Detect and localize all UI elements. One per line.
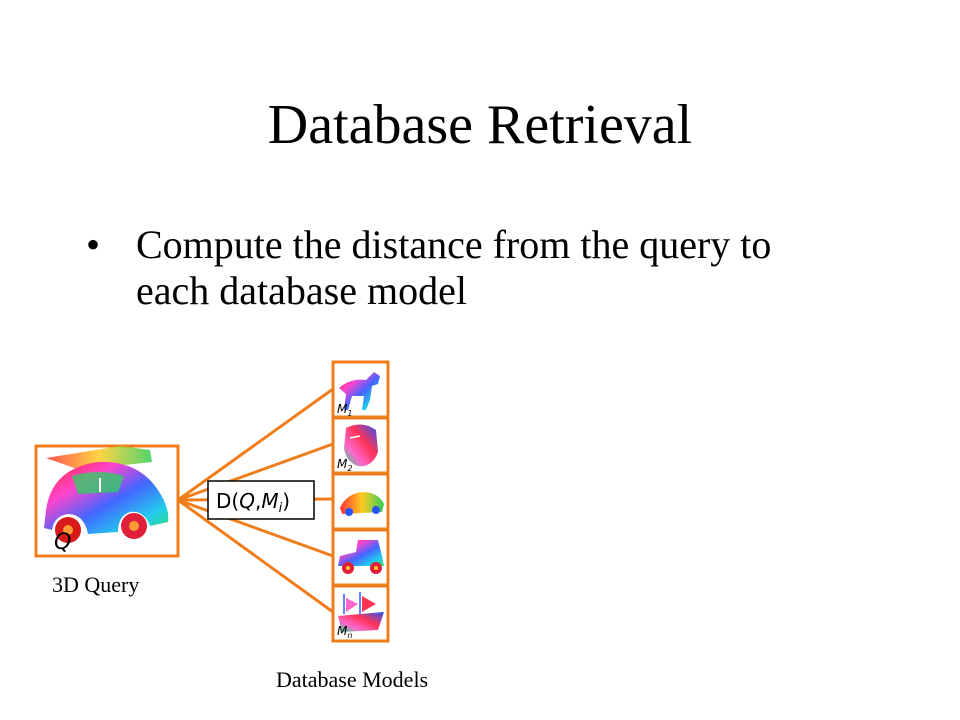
svg-text:Mn: Mn [337,624,352,640]
connector-line-1 [177,387,334,502]
model-box-4 [331,528,390,587]
query-caption: 3D Query [52,572,139,597]
beetle-car-model-icon [44,446,169,543]
model-box-2: M2 [331,416,390,475]
sports-car-model-icon [340,492,384,516]
model-column: M1 M2 [331,360,390,643]
connector-line-5 [177,498,334,614]
query-label: Q [54,530,71,555]
distance-label: D(Q,Mi) [207,480,315,520]
models-caption: Database Models [276,667,428,692]
bullet-marker: • [86,222,101,267]
model-box-3 [331,472,390,531]
head-bust-model-icon [344,424,378,467]
bullet-text: Compute the distance from the query to e… [136,222,772,313]
connector-line-2 [177,442,334,502]
wolf-model-icon [339,372,380,410]
ship-model-icon [338,592,384,632]
model-box-1: M1 [331,360,390,419]
query-model-box: Q [34,444,180,558]
svg-text:M2: M2 [337,457,352,473]
svg-text:M1: M1 [337,402,352,418]
slide-title: Database Retrieval [267,94,693,156]
svg-text:D(Q,Mi): D(Q,Mi) [216,489,290,516]
connector-line-4 [177,498,334,558]
vintage-car-model-icon [338,540,384,574]
model-box-n: Mn [331,584,390,643]
